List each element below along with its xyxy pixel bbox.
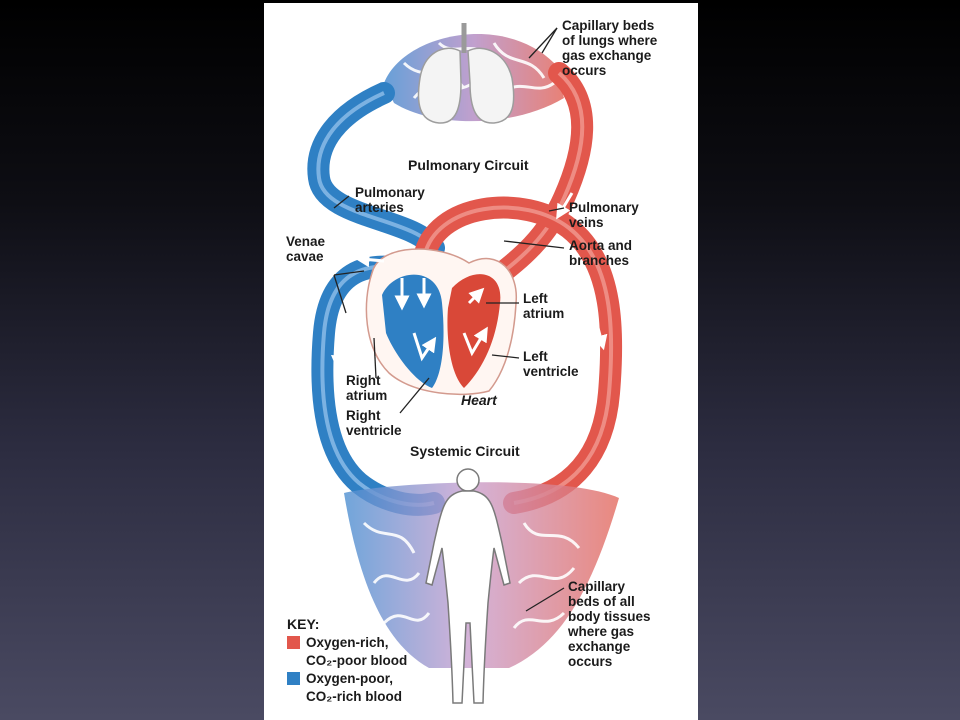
circulation-artwork — [307, 23, 623, 704]
label-pulmonary-arteries: Pulmonary arteries — [355, 185, 425, 215]
label-capillary-beds-lungs: Capillary beds of lungs where gas exchan… — [562, 18, 658, 78]
label-systemic-circuit: Systemic Circuit — [410, 443, 520, 459]
key-label-oxygen-rich-line2: CO₂-poor blood — [306, 653, 408, 668]
label-capillary-beds-body: Capillary beds of all body tissues where… — [568, 579, 651, 669]
label-left-atrium: Left atrium — [523, 291, 565, 321]
leader-lines — [333, 27, 565, 612]
circulation-diagram: Capillary beds of lungs where gas exchan… — [264, 3, 698, 720]
label-right-ventricle: Right ventricle — [346, 408, 402, 438]
key-label-oxygen-rich-line1: Oxygen-rich, — [306, 635, 389, 650]
label-pulmonary-veins: Pulmonary veins — [569, 200, 639, 230]
key-label-oxygen-poor-line1: Oxygen-poor, — [306, 671, 394, 686]
label-left-ventricle: Left ventricle — [523, 349, 579, 379]
human-figure-icon — [425, 468, 511, 704]
lungs-icon — [417, 23, 515, 124]
key-title: KEY: — [287, 616, 320, 632]
label-right-atrium: Right atrium — [346, 373, 388, 403]
flow-arrows — [331, 192, 608, 371]
key-swatch-oxygen-poor — [287, 672, 300, 685]
key-swatch-oxygen-rich — [287, 636, 300, 649]
label-venae-cavae: Venae cavae — [286, 234, 326, 264]
label-pulmonary-circuit: Pulmonary Circuit — [408, 157, 529, 173]
label-heart: Heart — [461, 392, 497, 408]
key-label-oxygen-poor-line2: CO₂-rich blood — [306, 689, 402, 704]
label-aorta-and-branches: Aorta and branches — [569, 238, 633, 268]
body-capillary-mesh — [362, 521, 581, 629]
